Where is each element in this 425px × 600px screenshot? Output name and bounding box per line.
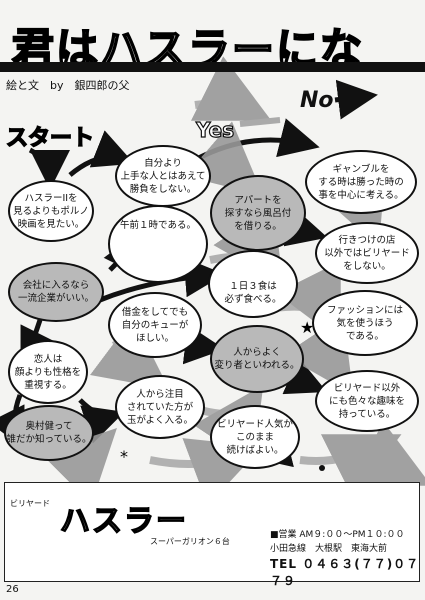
ad-shop-name: ハスラー <box>59 503 188 540</box>
question-bubble: 午前１時である。 <box>108 205 208 283</box>
question-text: ハスラーIIを 見るよりもポルノ 映画を見たい。 <box>13 192 89 230</box>
question-bubble: ビリヤード以外 にも色々な趣味を 持っている。 <box>315 370 419 432</box>
header-band: 君はハスラーにな <box>0 8 425 77</box>
question-text: 会社に入るなら 一流企業がいい。 <box>17 280 94 304</box>
question-bubble: 行きつけの店 以外ではビリヤード をしない。 <box>315 222 419 284</box>
question-text: 人から注目 されていた方が 玉がよく入る。 <box>126 388 194 426</box>
question-text: 人からよく 変り者といわれる。 <box>214 347 300 371</box>
question-bubble: 人から注目 されていた方が 玉がよく入る。 <box>115 375 205 439</box>
ad-tables-label: スーパーガリオン６台 <box>150 537 230 546</box>
question-bubble: ギャンブルを する時は勝った時の 事を中心に考える。 <box>305 150 417 214</box>
question-text: 行きつけの店 以外ではビリヤード をしない。 <box>324 234 410 272</box>
question-bubble: １日３食は 必ず食べる。 <box>208 250 298 318</box>
question-text: ファッションには 気を使うほう である。 <box>326 304 403 342</box>
question-bubble: 人からよく 変り者といわれる。 <box>210 325 304 393</box>
question-text: ビリヤード人気が このまま 続けばよい。 <box>216 418 293 456</box>
legend-yes: Yes <box>195 117 235 142</box>
author-credit: 絵と文 by 銀四郎の父 <box>6 79 130 92</box>
title-underline <box>0 62 425 72</box>
legend-no: No <box>300 88 334 113</box>
question-bubble: 自分より 上手な人とはあえて 勝負をしない。 <box>115 145 211 207</box>
question-bubble: 恋人は 顔よりも性格を 重視する。 <box>8 340 88 404</box>
question-bubble: ビリヤード人気が このまま 続けばよい。 <box>210 405 300 469</box>
question-bubble: 奥村健って 誰だか知っている。 <box>4 405 94 461</box>
question-text: 借金をしてでも 自分のキューが ほしい。 <box>121 306 189 344</box>
question-text: 奥村健って 誰だか知っている。 <box>6 421 92 445</box>
svg-text:★: ★ <box>300 318 314 337</box>
question-bubble: ファッションには 気を使うほう である。 <box>312 290 418 356</box>
question-text: 午前１時である。 <box>120 220 196 231</box>
ad-phone: TEL ０４６３(７７)０７７９ <box>270 557 420 588</box>
question-text: 自分より 上手な人とはあえて 勝負をしない。 <box>120 157 206 195</box>
ad-access: 小田急線 大根駅 東海大前 <box>270 544 388 554</box>
question-text: 恋人は 顔よりも性格を 重視する。 <box>14 353 82 391</box>
question-text: ビリヤード以外 にも色々な趣味を 持っている。 <box>328 382 405 420</box>
question-text: アパートを 探すなら風呂付 を借りる。 <box>224 194 292 232</box>
svg-text:*: * <box>120 447 128 466</box>
advertisement-box <box>4 482 420 582</box>
question-text: ギャンブルを する時は勝った時の 事を中心に考える。 <box>318 163 404 201</box>
start-label: スタート <box>5 125 95 152</box>
page-number: 26 <box>6 584 19 595</box>
question-bubble: 会社に入るなら 一流企業がいい。 <box>8 262 104 322</box>
ad-hours: ■営業 AM９:００〜PM１０:００ <box>270 530 405 540</box>
question-text: １日３食は 必ず食べる。 <box>224 281 282 305</box>
question-bubble: ハスラーIIを 見るよりもポルノ 映画を見たい。 <box>8 180 94 242</box>
question-bubble: アパートを 探すなら風呂付 を借りる。 <box>210 175 306 251</box>
question-bubble: 借金をしてでも 自分のキューが ほしい。 <box>108 292 202 358</box>
ad-category-label: ビリヤード <box>10 499 50 508</box>
